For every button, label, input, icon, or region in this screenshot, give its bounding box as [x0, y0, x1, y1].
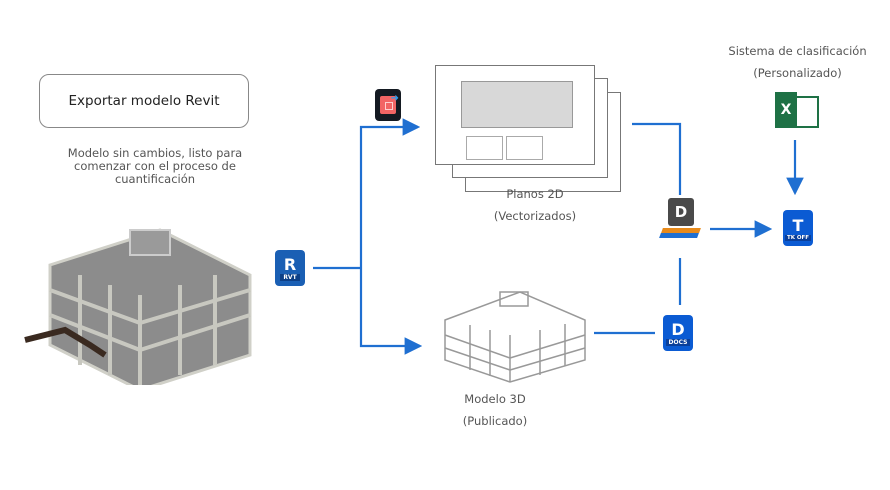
desktop-connector-icon: D — [659, 198, 701, 248]
docs-badge: DOCS — [665, 339, 691, 346]
planos-2d-label: Planos 2D (Vectorizados) — [460, 183, 610, 227]
classification-subtitle: (Personalizado) — [753, 66, 842, 80]
building-model-solid-image — [24, 228, 252, 385]
export-model-box: Exportar modelo Revit — [39, 74, 249, 128]
connector-split-to-modelo — [359, 268, 423, 355]
revit-rvt-icon: R RVT — [275, 250, 305, 286]
modelo-3d-subtitle: (Publicado) — [462, 414, 528, 428]
desktop-connector-letter: D — [668, 198, 694, 226]
modelo-3d-label: Modelo 3D (Publicado) — [420, 388, 570, 432]
building-model-wireframe-image — [444, 291, 586, 383]
export-model-label: Exportar modelo Revit — [68, 93, 220, 109]
classification-title: Sistema de clasificación — [728, 44, 867, 58]
classification-label: Sistema de clasificación (Personalizado) — [705, 40, 890, 84]
takeoff-icon: T TK OFF — [783, 210, 813, 246]
export-description: Modelo sin cambios, listo para comenzar … — [67, 146, 243, 186]
export-sheets-icon: ➜ — [375, 89, 401, 121]
revit-badge: RVT — [280, 274, 300, 281]
planos-2d-title: Planos 2D — [506, 187, 564, 201]
planos-2d-subtitle: (Vectorizados) — [493, 209, 577, 223]
modelo-3d-title: Modelo 3D — [464, 392, 526, 406]
takeoff-badge: TK OFF — [784, 234, 812, 241]
connector-planos-to-dc — [632, 122, 682, 195]
autodesk-docs-icon: D DOCS — [663, 315, 693, 351]
revit-letter: R — [283, 255, 297, 274]
takeoff-letter: T — [792, 215, 804, 235]
excel-letter: X — [775, 92, 797, 128]
excel-icon: X — [775, 92, 819, 128]
connector-split-to-planos — [359, 118, 421, 268]
docs-letter: D — [671, 320, 685, 339]
